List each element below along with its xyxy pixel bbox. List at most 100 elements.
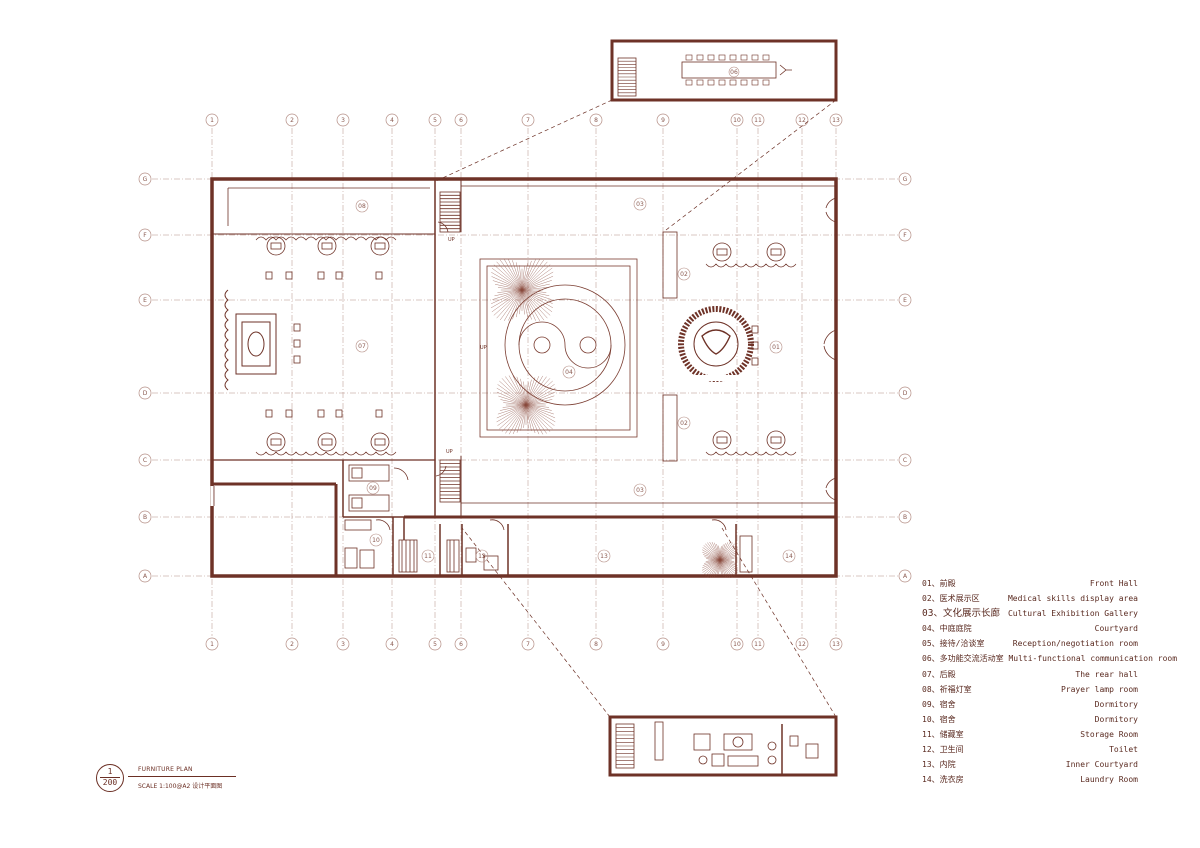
tree-branch — [525, 404, 556, 423]
tree-branch — [719, 549, 739, 561]
tree-branch — [525, 404, 536, 434]
grid-bubble — [795, 637, 809, 651]
grid-bubble — [898, 510, 912, 524]
legend-en: Medical skills display area — [1007, 594, 1138, 604]
grid-bubble — [385, 113, 399, 127]
chair-icon — [718, 79, 726, 86]
front-hall-altar — [678, 306, 754, 382]
tree-branch — [503, 402, 527, 406]
curtain-icon — [705, 451, 797, 456]
tree-branch — [497, 289, 523, 293]
tree-branch — [523, 404, 527, 428]
tree-branch — [499, 404, 527, 430]
cushion-icon — [285, 409, 293, 418]
courtyard-trees — [490, 258, 739, 579]
grid-bubble — [454, 637, 468, 651]
tree-branch — [719, 542, 731, 561]
chair-icon — [751, 79, 759, 86]
tree-branch — [525, 399, 553, 406]
tree-branch — [501, 378, 527, 406]
tree-branch — [525, 379, 532, 406]
tree-branch — [490, 289, 523, 309]
tree-branch — [497, 404, 527, 415]
grid-column-label: 5 — [433, 117, 437, 124]
tree-branch — [703, 545, 721, 561]
tree-branch — [719, 559, 737, 575]
tree-branch — [491, 289, 523, 304]
cushion-icon — [317, 409, 325, 418]
tree-branch — [491, 268, 523, 291]
tree-branch — [525, 377, 536, 406]
grid-column-label: 11 — [754, 117, 762, 124]
chair-icon — [762, 54, 770, 61]
grid-bubble — [336, 113, 350, 127]
tree-branch — [525, 404, 547, 434]
grid-bubble — [428, 637, 442, 651]
grid-bubble — [138, 172, 152, 186]
tree-branch — [521, 289, 532, 320]
room-label-09: 09 — [369, 485, 377, 492]
room-label-08: 08 — [358, 203, 366, 210]
grid-row-label: A — [903, 573, 908, 580]
legend-zh: 05、接待/洽谈室 — [922, 639, 985, 649]
room-label-10: 10 — [372, 537, 380, 544]
legend-row: 06、多功能交流活动室 Multi-functional communicati… — [922, 651, 1177, 666]
cushion-icon — [317, 271, 325, 280]
lantern-icon — [266, 432, 286, 452]
tree-branch — [719, 559, 722, 575]
tree-branch — [521, 289, 550, 296]
tree-branch — [716, 559, 721, 576]
tree-branch — [718, 559, 721, 575]
chair-icon — [685, 79, 693, 86]
tree-branch — [716, 543, 721, 561]
grid-column-label: 6 — [459, 117, 463, 124]
grid-row-label: B — [143, 514, 147, 521]
legend-en: Reception/negotiation room — [1012, 639, 1138, 649]
tree-branch — [498, 395, 527, 406]
room-label-07: 07 — [358, 343, 366, 350]
tree-branch — [521, 289, 553, 308]
chair-icon — [707, 79, 715, 86]
lantern-icon — [370, 432, 390, 452]
tree-branch — [519, 289, 523, 315]
stairs — [439, 191, 461, 503]
tree-branch — [709, 541, 721, 561]
tree-branch — [521, 289, 553, 304]
grid-row-label: A — [143, 573, 148, 580]
room-label-03: 03 — [636, 201, 644, 208]
cushion-icon — [335, 409, 343, 418]
tree-branch — [719, 559, 735, 562]
grid-bubble — [656, 637, 670, 651]
tree-branch — [521, 289, 552, 300]
tree-branch — [525, 404, 553, 430]
tree-branch — [496, 404, 527, 423]
tree-branch — [525, 380, 553, 406]
grid-bubble — [138, 453, 152, 467]
grid-bubble — [656, 113, 670, 127]
lantern-icon — [321, 438, 333, 446]
legend-en: Storage Room — [1080, 729, 1138, 739]
room-label-11: 11 — [424, 553, 432, 560]
tree-branch — [499, 259, 523, 291]
drawing-sheet: 200 — [100, 777, 120, 787]
grid-column-label: 13 — [832, 641, 840, 648]
grid-column-label: 12 — [798, 117, 806, 124]
grid-bubble — [285, 637, 299, 651]
tree-branch — [525, 375, 543, 406]
tree-branch — [501, 404, 527, 432]
tree-branch — [502, 404, 527, 408]
lantern-icon — [270, 438, 282, 446]
chair-icon — [729, 79, 737, 86]
tree-branch — [496, 404, 527, 419]
drawing-number: 1 — [107, 767, 113, 776]
tree-branch — [525, 376, 539, 406]
doors — [210, 197, 837, 531]
grid-row-label: C — [143, 457, 147, 464]
tree-branch — [707, 559, 721, 578]
grid-bubble — [589, 113, 603, 127]
